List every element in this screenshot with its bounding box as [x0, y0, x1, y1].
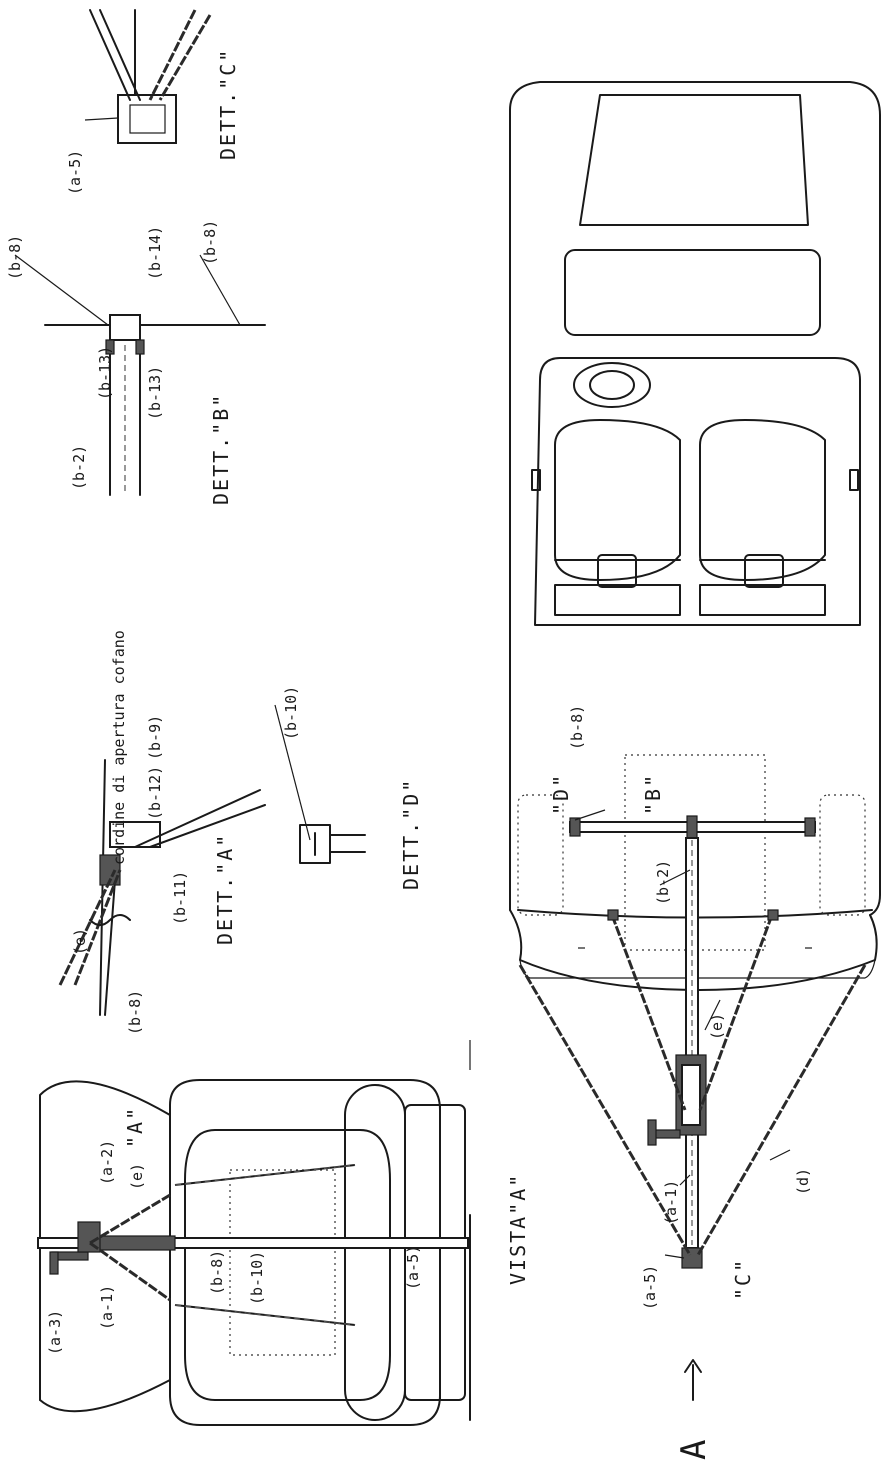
- label-e-vista: (e): [128, 1163, 146, 1190]
- label-a2: (a-2): [98, 1140, 116, 1185]
- label-b9: (b-9): [146, 715, 164, 760]
- label-a5-vista: (a-5): [404, 1245, 422, 1290]
- view-arrow-label: A: [674, 1438, 714, 1460]
- support-frame: "D" (b-8) "B" (b-2) (e) (d) (a-1) (a-5) …: [518, 705, 867, 1310]
- label-e-car: (e): [708, 1013, 726, 1040]
- label-b8-detail-b-top: (b-8): [6, 235, 24, 280]
- label-a5-car: (a-5): [641, 1265, 659, 1310]
- view-arrow-a: A: [674, 1359, 714, 1460]
- detail-c: (a-5) DETT."C": [66, 9, 240, 195]
- label-b10-vista: (b-10): [248, 1251, 266, 1305]
- marker-b: "B": [641, 773, 665, 815]
- title-vista-a: VISTA"A": [506, 1173, 530, 1285]
- label-b2-car: (b-2): [654, 860, 672, 905]
- label-b13-right: (b-13): [146, 366, 164, 420]
- note-cofano: cordine di apertura cofano: [110, 630, 128, 865]
- detail-b: (b-8) (b-14) (b-8) (b-13) (b-13) (b-2) D…: [6, 220, 266, 505]
- label-a1-car: (a-1): [662, 1180, 680, 1225]
- label-b8-vista: (b-8): [208, 1250, 226, 1295]
- label-b11: (b-11): [171, 871, 189, 925]
- label-a1: (a-1): [98, 1285, 116, 1330]
- title-dett-a: DETT."A": [213, 833, 237, 945]
- label-a3: (a-3): [46, 1310, 64, 1355]
- title-dett-d: DETT."D": [399, 778, 423, 890]
- title-dett-b: DETT."B": [209, 393, 233, 505]
- title-dett-c: DETT."C": [216, 48, 240, 160]
- marker-c: "C": [731, 1258, 755, 1300]
- label-b14: (b-14): [146, 226, 164, 280]
- label-b8-detail-a: (b-8): [126, 990, 144, 1035]
- label-b13-left: (b-13): [96, 346, 114, 400]
- marker-d: "D": [549, 773, 573, 815]
- label-b2-detail-b: (b-2): [70, 445, 88, 490]
- label-a5-detail-c: (a-5): [66, 150, 84, 195]
- label-b8-detail-b-right: (b-8): [201, 220, 219, 265]
- label-e-detail-a: (e): [71, 928, 89, 955]
- label-b12: (b-12): [146, 766, 164, 820]
- detail-d: (b-10) DETT."D": [274, 686, 423, 890]
- vista-a-view: (a-3) (a-1) (a-2) (e) "A" (b-8) (b-10) (…: [37, 1040, 530, 1426]
- label-b10-detail-d: (b-10): [282, 686, 300, 740]
- car-top-view: [509, 81, 881, 991]
- detail-a: (e) (b-8) (b-11) (b-12) (b-9) DETT."A": [58, 715, 266, 1035]
- label-d: (d): [794, 1168, 812, 1195]
- label-b8-car: (b-8): [568, 705, 586, 750]
- marker-a: "A": [123, 1106, 147, 1148]
